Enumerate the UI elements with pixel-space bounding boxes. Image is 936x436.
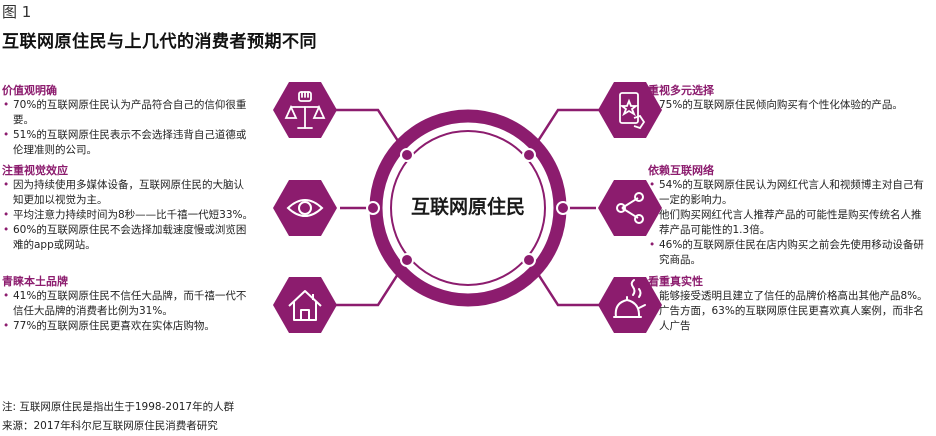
dot-bottom-left	[400, 253, 414, 267]
footnote-note: 注: 互联网原住民是指出生于1998-2017年的人群	[2, 401, 235, 413]
bullet-item: 广告方面，63%的互联网原住民更喜欢真人案例，而非名人广告	[648, 304, 928, 334]
bullet-item: 41%的互联网原住民不信任大品牌，而千禧一代不信任大品牌的消费者比例为31%。	[2, 289, 254, 319]
fist-scales-icon	[273, 82, 337, 138]
bullet-item: 51%的互联网原住民表示不会选择违背自己道德或伦理准则的公司。	[2, 128, 254, 158]
bullet-item: 75%的互联网原住民倾向购买有个性化体验的产品。	[648, 98, 928, 113]
section-left-values: 价值观明确 70%的互联网原住民认为产品符合自己的信仰很重要。 51%的互联网原…	[2, 83, 254, 158]
bullet-item: 70%的互联网原住民认为产品符合自己的信仰很重要。	[2, 98, 254, 128]
section-right-choice: 重视多元选择 75%的互联网原住民倾向购买有个性化体验的产品。	[648, 83, 928, 113]
section-heading: 价值观明确	[2, 84, 57, 97]
section-right-authentic: 看重真实性 能够接受透明且建立了信任的品牌价格高出其他产品8%。 广告方面，63…	[648, 274, 928, 334]
dot-mid-right	[556, 201, 570, 215]
section-left-visual: 注重视觉效应 因为持续使用多媒体设备，互联网原住民的大脑认知更加以视觉为主。 平…	[2, 163, 254, 253]
page-title: 互联网原住民与上几代的消费者预期不同	[2, 32, 317, 52]
dot-mid-left	[366, 201, 380, 215]
eye-icon	[273, 180, 337, 236]
bullet-item: 他们购买网红代言人推荐产品的可能性是购买传统名人推荐产品可能性的1.3倍。	[648, 208, 928, 238]
bullet-item: 77%的互联网原住民更喜欢在实体店购物。	[2, 319, 254, 334]
dot-top-right	[522, 148, 536, 162]
phone-star-icon	[598, 82, 662, 138]
figure-label: 图 1	[2, 3, 32, 21]
center-inner-ring	[390, 130, 546, 286]
hex-icons	[273, 82, 662, 333]
home-icon	[273, 277, 337, 333]
section-heading: 依赖互联网络	[648, 164, 714, 177]
section-left-local: 青睐本土品牌 41%的互联网原住民不信任大品牌，而千禧一代不信任大品牌的消费者比…	[2, 274, 254, 334]
bullet-item: 能够接受透明且建立了信任的品牌价格高出其他产品8%。	[648, 289, 928, 304]
center-label: 互联网原住民	[410, 196, 525, 218]
dot-top-left	[400, 148, 414, 162]
dot-bottom-right	[522, 253, 536, 267]
footnote-source: 来源：2017年科尔尼互联网原住民消费者研究	[2, 420, 218, 432]
section-heading: 注重视觉效应	[2, 164, 68, 177]
section-heading: 看重真实性	[648, 275, 703, 288]
bullet-item: 平均注意力持续时间为8秒——比千禧一代短33%。	[2, 208, 254, 223]
section-heading: 青睐本土品牌	[2, 275, 68, 288]
section-right-network: 依赖互联网络 54%的互联网原住民认为网红代言人和视频博主对自己有一定的影响力。…	[648, 163, 928, 268]
bullet-item: 因为持续使用多媒体设备，互联网原住民的大脑认知更加以视觉为主。	[2, 178, 254, 208]
junction-dots	[366, 148, 570, 267]
bullet-item: 46%的互联网原住民在店内购买之前会先使用移动设备研究商品。	[648, 238, 928, 268]
bullet-item: 60%的互联网原住民不会选择加载速度慢或浏览困难的app或网站。	[2, 223, 254, 253]
teapot-steam-icon	[598, 277, 662, 333]
bullet-item: 54%的互联网原住民认为网红代言人和视频博主对自己有一定的影响力。	[648, 178, 928, 208]
section-heading: 重视多元选择	[648, 84, 714, 97]
share-network-icon	[598, 180, 662, 236]
